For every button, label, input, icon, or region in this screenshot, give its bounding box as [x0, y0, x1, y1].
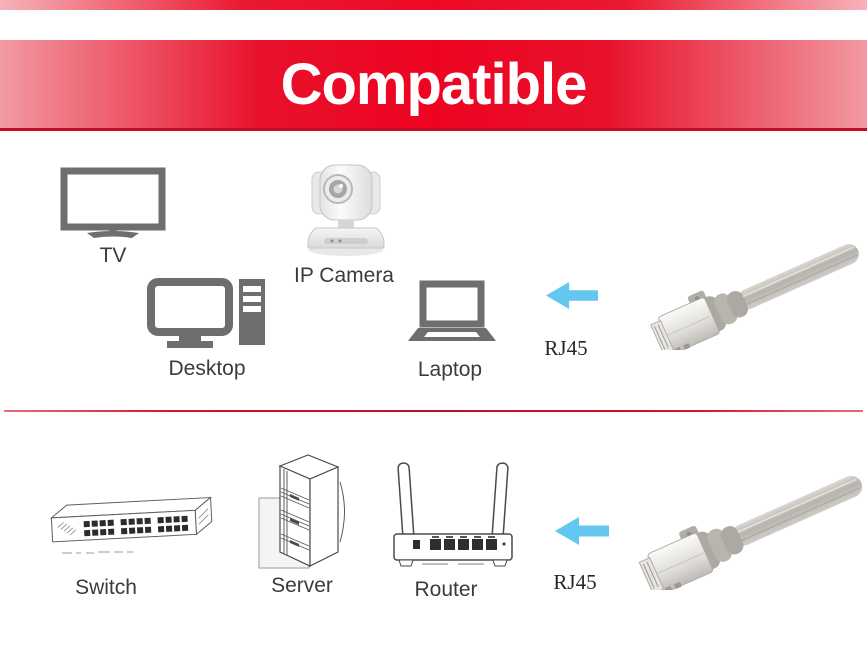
banner: Compatible	[0, 40, 867, 131]
device-label-desktop: Desktop	[168, 357, 246, 380]
router-icon	[393, 462, 513, 567]
rj45-cable-image	[638, 475, 863, 590]
section-divider	[4, 410, 863, 412]
left-arrow-icon	[555, 517, 609, 545]
switch-icon	[49, 496, 213, 554]
device-server	[256, 452, 348, 576]
page-title: Compatible	[280, 51, 588, 117]
device-label-tv: TV	[99, 244, 127, 267]
bottom-cable-label: RJ45	[553, 570, 597, 594]
device-label-laptop: Laptop	[417, 358, 483, 381]
top-red-strip	[0, 0, 867, 10]
device-label-router: Router	[414, 578, 478, 601]
rj45-cable-image	[650, 243, 859, 350]
device-ip-camera	[300, 162, 392, 258]
device-label-ip-camera: IP Camera	[294, 264, 394, 287]
top-cable	[648, 228, 864, 350]
device-tv	[60, 167, 166, 241]
top-cable-label: RJ45	[544, 336, 588, 360]
desktop-icon	[147, 278, 265, 348]
ip-camera-icon	[307, 164, 385, 256]
bottom-cable	[638, 458, 866, 590]
device-desktop	[146, 277, 266, 349]
tv-icon	[60, 167, 166, 238]
device-switch	[36, 492, 214, 564]
device-label-server: Server	[271, 574, 333, 597]
laptop-icon	[408, 280, 496, 341]
device-laptop	[408, 280, 496, 342]
device-label-switch: Switch	[75, 576, 137, 599]
top-arrow	[546, 281, 598, 310]
device-router	[392, 460, 514, 574]
server-icon	[258, 454, 345, 569]
bottom-arrow	[555, 516, 609, 546]
switch-model-text-dashes	[62, 551, 133, 554]
left-arrow-icon	[546, 282, 598, 309]
